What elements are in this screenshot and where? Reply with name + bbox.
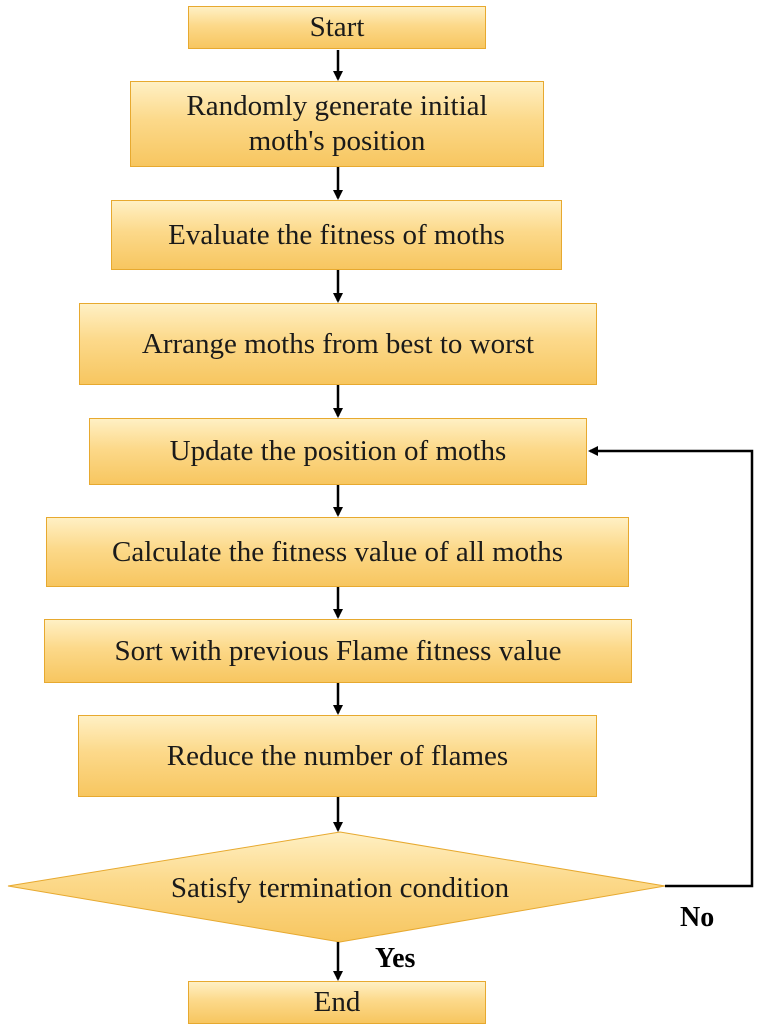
no-edge-label: No [680,902,715,933]
evaluate-label: Evaluate the fitness of moths [168,218,505,251]
reduce-node: Reduce the number of flames [78,715,597,797]
decision-diamond [7,831,666,943]
end-node: End [188,981,486,1024]
arrow-no-loop-back [588,446,754,888]
init-label: Randomly generate initial moth's positio… [186,90,488,157]
start-label: Start [309,11,365,44]
calculate-label: Calculate the fitness value of all moths [112,535,563,568]
arrange-node: Arrange moths from best to worst [79,303,597,385]
start-node: Start [188,6,486,49]
sort-node: Sort with previous Flame fitness value [44,619,632,683]
arrange-label: Arrange moths from best to worst [141,327,535,360]
evaluate-node: Evaluate the fitness of moths [111,200,562,270]
decision-label: Satisfy termination condition [170,871,510,904]
end-label: End [313,986,361,1019]
update-node: Update the position of moths [89,418,587,485]
sort-label: Sort with previous Flame fitness value [114,634,562,667]
yes-edge-label: Yes [375,943,416,974]
reduce-label: Reduce the number of flames [166,739,509,772]
update-label: Update the position of moths [169,435,507,468]
calculate-node: Calculate the fitness value of all moths [46,517,629,587]
init-node: Randomly generate initial moth's positio… [130,81,544,167]
